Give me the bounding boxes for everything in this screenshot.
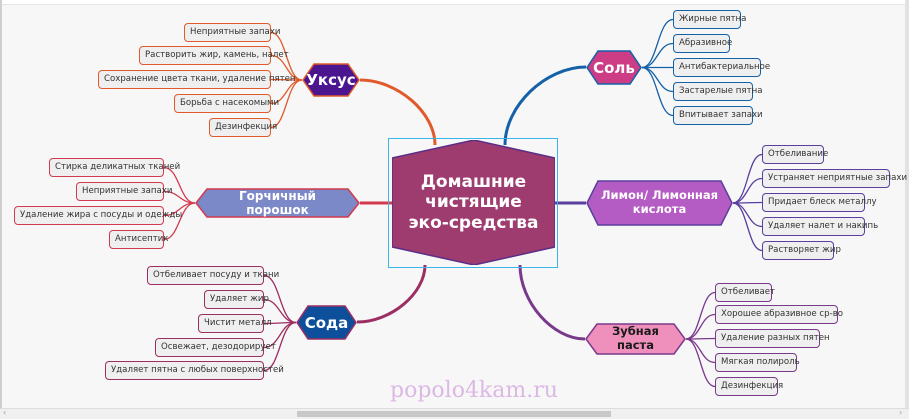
main-branch-toothpaste xyxy=(518,264,586,341)
leaf-connector xyxy=(641,66,674,117)
leaf-mustard[interactable]: Неприятные запахи xyxy=(76,182,172,201)
leaf-vinegar[interactable]: Растворить жир, камень, налет xyxy=(139,46,289,65)
vertical-scrollbar[interactable] xyxy=(905,0,909,408)
hexagon-shape xyxy=(302,63,360,97)
scroll-left-arrow[interactable]: ‹ xyxy=(3,408,7,417)
top-strip xyxy=(0,0,909,5)
leaf-connector xyxy=(163,166,196,204)
central-topic[interactable]: Домашние чистящие эко-средства xyxy=(392,140,555,265)
leaf-connector xyxy=(732,153,763,204)
topic-mustard[interactable]: Горчичный порошок xyxy=(195,188,360,218)
leaf-salt[interactable]: Жирные пятна xyxy=(673,10,746,29)
leaf-connector xyxy=(163,202,196,241)
topic-salt[interactable]: Соль xyxy=(586,50,642,85)
leaf-connector xyxy=(685,313,716,340)
leaf-connector xyxy=(641,18,674,69)
hexagon-shape xyxy=(586,180,733,226)
leaf-toothpaste[interactable]: Отбеливает xyxy=(715,283,775,302)
hexagon-shape xyxy=(586,50,642,85)
hexagon-shape xyxy=(585,323,686,355)
topic-toothpaste[interactable]: Зубная паста xyxy=(585,323,686,355)
selection-frame xyxy=(388,138,558,268)
leaf-connector xyxy=(270,31,303,81)
main-branch-soda xyxy=(356,264,427,324)
leaf-lemon[interactable]: Придает блеск металлу xyxy=(762,193,877,212)
leaf-connector xyxy=(685,337,716,340)
leaf-connector xyxy=(732,177,763,204)
leaf-toothpaste[interactable]: Дезинфекция xyxy=(715,377,783,396)
leaf-vinegar[interactable]: Сохранение цвета ткани, удаление пятен xyxy=(98,70,296,89)
central-hexagon-shape xyxy=(392,140,555,265)
leaf-soda[interactable]: Удаляет пятна с любых поверхностей xyxy=(105,361,284,380)
hexagon-shape xyxy=(195,188,360,218)
topic-lemon[interactable]: Лимон/ Лимонная кислота xyxy=(586,180,733,226)
leaf-connector xyxy=(732,202,763,252)
leaf-vinegar[interactable]: Борьба с насекомыми xyxy=(174,94,279,113)
leaf-connector xyxy=(263,298,297,324)
leaf-toothpaste[interactable]: Хорошее абразивное ср-во xyxy=(715,305,843,324)
watermark: popolo4kam.ru xyxy=(390,378,558,403)
leaf-vinegar[interactable]: Дезинфекция xyxy=(209,118,277,137)
leaf-soda[interactable]: Удаляет жир xyxy=(204,290,269,309)
central-topic-title: Домашние чистящие эко-средства xyxy=(408,171,539,233)
topic-label: Уксус xyxy=(306,71,356,89)
leaf-connector xyxy=(685,338,716,388)
main-branch-vinegar xyxy=(359,78,437,146)
leaf-mustard[interactable]: Стирка деликатных тканей xyxy=(49,158,180,177)
leaf-soda[interactable]: Отбеливает посуду и ткани xyxy=(147,266,279,285)
leaf-connector xyxy=(270,79,303,129)
topic-label: Зубная паста xyxy=(612,324,659,352)
leaf-lemon[interactable]: Растворяет жир xyxy=(762,241,841,260)
leaf-connector xyxy=(270,54,303,81)
leaf-salt[interactable]: Застарелые пятна xyxy=(673,82,763,101)
leaf-connector xyxy=(732,201,763,204)
leaf-salt[interactable]: Абразивное xyxy=(673,34,732,53)
leaf-toothpaste[interactable]: Удаление разных пятен xyxy=(715,329,830,348)
topic-label: Горчичный порошок xyxy=(239,188,316,217)
scroll-right-arrow[interactable]: › xyxy=(899,408,903,417)
leaf-soda[interactable]: Освежает, дезодорирует xyxy=(155,338,276,357)
left-border xyxy=(0,0,2,408)
leaf-mustard[interactable]: Антисептик xyxy=(109,230,169,249)
topic-vinegar[interactable]: Уксус xyxy=(302,63,360,97)
horizontal-scrollbar[interactable]: ‹ › xyxy=(0,408,909,419)
leaf-lemon[interactable]: Удаляет налет и накипь xyxy=(762,217,878,236)
leaf-lemon[interactable]: Отбеливание xyxy=(762,145,828,164)
leaf-salt[interactable]: Впитывает запахи xyxy=(673,106,763,125)
leaf-salt[interactable]: Антибактериальное xyxy=(673,58,770,77)
leaf-connector xyxy=(685,338,716,364)
scrollbar-thumb[interactable] xyxy=(297,411,611,417)
main-branch-salt xyxy=(503,65,587,146)
topic-label: Сода xyxy=(304,313,349,332)
hexagon-shape xyxy=(296,305,357,340)
leaf-vinegar[interactable]: Неприятные запахи xyxy=(184,23,280,42)
leaf-soda[interactable]: Чистит металл xyxy=(198,314,272,333)
topic-label: Лимон/ Лимонная кислота xyxy=(600,188,718,216)
topic-label: Соль xyxy=(593,58,635,77)
leaf-mustard[interactable]: Удаление жира с посуды и одежды xyxy=(14,206,182,225)
topic-soda[interactable]: Сода xyxy=(296,305,357,340)
leaf-connector xyxy=(263,321,297,372)
leaf-connector xyxy=(685,291,716,340)
leaf-connector xyxy=(732,202,763,228)
leaf-lemon[interactable]: Устраняет неприятные запахи xyxy=(762,169,907,188)
leaf-connector xyxy=(641,42,674,69)
leaf-connector xyxy=(263,274,297,324)
leaf-toothpaste[interactable]: Мягкая полироль xyxy=(715,353,800,372)
